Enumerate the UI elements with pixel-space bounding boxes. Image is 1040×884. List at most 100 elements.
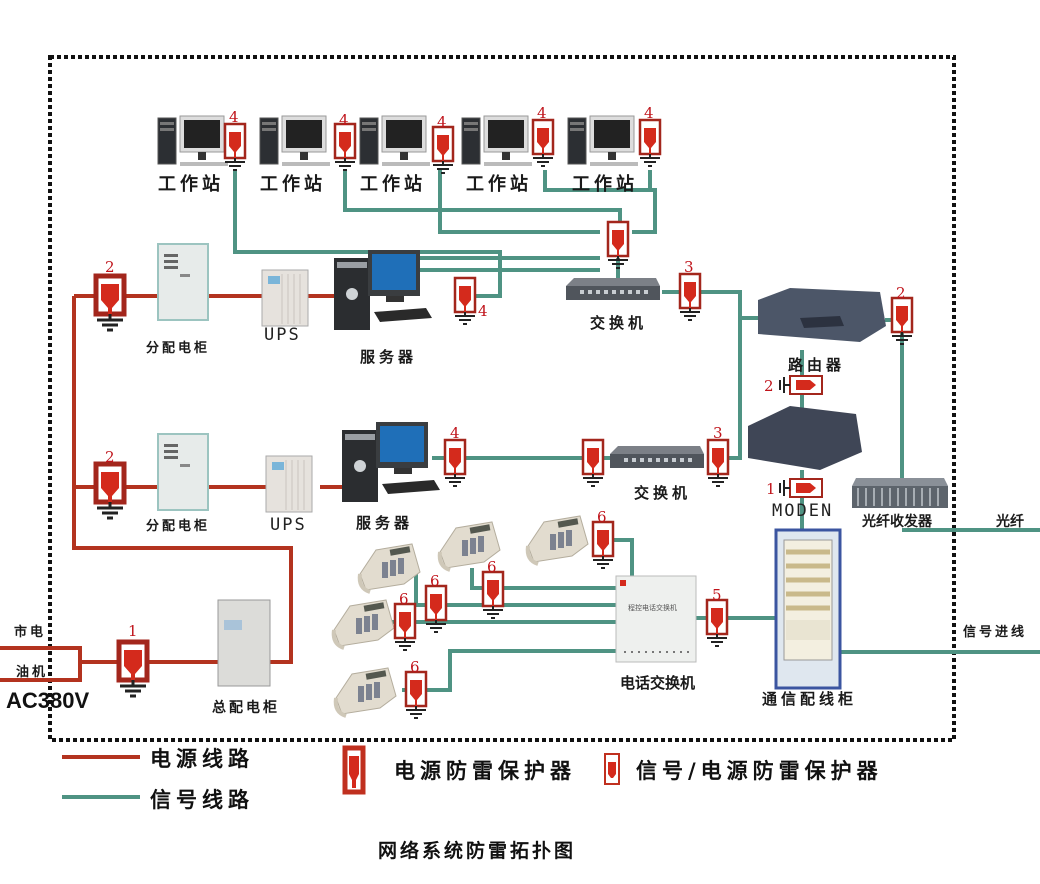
protector-level-label: 4 xyxy=(537,104,547,122)
router-label: 路由器 xyxy=(788,356,845,374)
workstation xyxy=(461,115,533,167)
legend-signal-protector-label: 信号/电源防雷保护器 xyxy=(636,759,883,783)
protector-signal xyxy=(404,670,428,720)
legend-power-protector-icon xyxy=(342,745,366,795)
protector-level-label: 2 xyxy=(896,284,906,302)
protector-side xyxy=(779,478,823,498)
protector-level-label: 4 xyxy=(478,302,488,320)
workstation xyxy=(157,115,229,167)
workstation-label: 工作站 xyxy=(572,173,638,195)
protector-signal xyxy=(333,122,357,172)
legend: 电源线路 信号线路 电源防雷保护器 信号/电源防雷保护器 xyxy=(62,745,883,812)
protector-signal xyxy=(581,438,605,488)
protector-level-label: 6 xyxy=(487,558,497,576)
protector-level-label: 3 xyxy=(713,424,723,442)
ups-label: UPS xyxy=(264,325,301,345)
protector-level-label: 2 xyxy=(105,258,115,276)
ups xyxy=(265,455,313,513)
distribution-cabinet-label: 分配电柜 xyxy=(146,518,210,534)
protector-level-label: 2 xyxy=(764,377,774,395)
switch-label: 交换机 xyxy=(590,314,647,332)
legend-signal-line-label: 信号线路 xyxy=(150,788,254,812)
protector-signal xyxy=(678,272,702,322)
telephone xyxy=(357,542,422,594)
comm-cabinet-label: 通信配线柜 xyxy=(762,690,857,708)
protector-signal xyxy=(393,602,417,652)
fiber-label: 光纤 xyxy=(995,513,1024,530)
workstation xyxy=(567,115,639,167)
protector-level-label: 4 xyxy=(339,111,349,129)
power-protector xyxy=(119,642,147,696)
protector-signal xyxy=(443,438,467,488)
phone-switch-label: 电话交换机 xyxy=(620,674,695,692)
fiber-transceiver xyxy=(852,478,948,508)
diagram-title: 网络系统防雷拓扑图 xyxy=(378,839,576,862)
row-2: 2 分配电柜 UPS 服务器 4 交换机 3 xyxy=(96,422,730,535)
voltage-label: AC380V xyxy=(6,688,89,713)
workstation-label: 工作站 xyxy=(260,173,326,195)
server xyxy=(334,250,432,330)
phone-switch-device-text: 程控电话交换机 xyxy=(628,603,677,612)
protector-level-label: 4 xyxy=(437,113,447,131)
protector-signal xyxy=(431,125,455,175)
comm-cabinet xyxy=(774,528,842,690)
workstation xyxy=(359,115,431,167)
workstation xyxy=(259,115,331,167)
protector-level-label: 1 xyxy=(766,480,776,498)
protector-signal xyxy=(706,438,730,488)
protector-signal xyxy=(705,598,729,648)
main-distribution-cabinet-label: 总配电柜 xyxy=(212,699,280,716)
workstation-group: 4 4 4 4 4 工作站 工作站 工作站 工作站 工作站 xyxy=(157,104,662,195)
protector-level-label: 6 xyxy=(399,590,409,608)
protector-signal xyxy=(531,118,555,168)
phone-group: 6 6 6 6 6 程控电话交换机 电话交换机 5 xyxy=(331,508,729,720)
switch-label: 交换机 xyxy=(634,484,691,502)
protector-level-label: 2 xyxy=(105,448,115,466)
legend-signal-protector-icon xyxy=(604,753,620,785)
protector-signal xyxy=(453,276,477,326)
telephone xyxy=(333,666,398,718)
network-switch xyxy=(566,278,660,300)
protector-level-label: 3 xyxy=(684,258,694,276)
workstation-label: 工作站 xyxy=(158,173,224,195)
main-power: 市电 油机 AC380V 1 总配电柜 xyxy=(6,599,280,716)
router xyxy=(758,288,886,342)
signal-in-label: 信号进线 xyxy=(963,624,1027,640)
utility-power-label: 市电 xyxy=(14,624,46,640)
protector-side xyxy=(779,375,823,395)
server-label: 服务器 xyxy=(360,348,417,366)
distribution-cabinet-label: 分配电柜 xyxy=(146,340,210,356)
building-boundary xyxy=(48,55,956,742)
protector-level-label: 6 xyxy=(410,658,420,676)
power-protector xyxy=(96,464,124,518)
router-group: 路由器 2 2 1 MODEN 光纤收发器 光纤 信号进线 xyxy=(748,284,1027,640)
modem xyxy=(748,406,862,470)
main-distribution-cabinet xyxy=(217,599,271,687)
protector-level-label: 4 xyxy=(644,104,654,122)
modem-label: MODEN xyxy=(772,501,833,521)
protector-signal xyxy=(481,570,505,620)
row-1: 2 分配电柜 UPS 服务器 4 交换机 3 xyxy=(96,220,702,366)
protector-level-label: 1 xyxy=(128,622,138,640)
fiber-transceiver-label: 光纤收发器 xyxy=(861,513,933,530)
distribution-cabinet xyxy=(157,433,209,511)
protector-signal xyxy=(638,118,662,168)
server xyxy=(342,422,440,502)
distribution-cabinet xyxy=(157,243,209,321)
legend-power-protector-label: 电源防雷保护器 xyxy=(394,759,576,783)
server-label: 服务器 xyxy=(356,514,413,532)
ups xyxy=(261,269,309,327)
protector-level-label: 6 xyxy=(430,572,440,590)
workstation-label: 工作站 xyxy=(360,173,426,195)
network-switch xyxy=(610,446,704,468)
generator-label: 油机 xyxy=(16,664,48,680)
ups-label: UPS xyxy=(270,515,307,535)
phone-switch: 程控电话交换机 xyxy=(615,575,697,663)
power-protector xyxy=(96,276,124,330)
protector-level-label: 6 xyxy=(597,508,607,526)
telephone xyxy=(525,514,590,566)
protector-signal xyxy=(424,584,448,634)
workstation-label: 工作站 xyxy=(466,173,532,195)
protector-signal xyxy=(591,520,615,570)
